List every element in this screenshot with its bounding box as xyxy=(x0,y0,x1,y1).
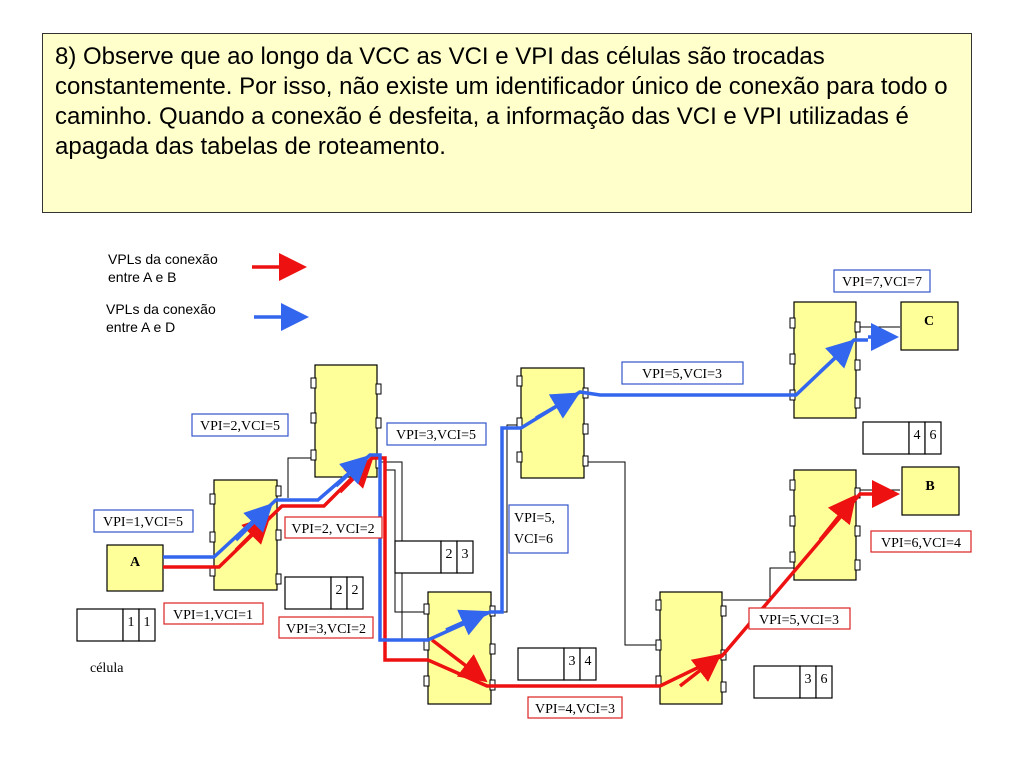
blue-arrowhead-switch6 xyxy=(818,339,856,374)
label-vpi2-vci5: VPI=2,VCI=5 xyxy=(191,413,289,437)
blue-arrowhead-switch3 xyxy=(535,392,581,420)
cell-1: 1 1 xyxy=(76,608,156,642)
cell-caption: célula xyxy=(90,661,124,676)
blue-arrowhead-switch2 xyxy=(334,455,370,488)
svg-text:VPI=2, VCI=2: VPI=2, VCI=2 xyxy=(291,522,374,537)
label-vpi1-vci1: VPI=1,VCI=1 xyxy=(163,602,264,625)
legend-red-text-2: entre A e B xyxy=(108,269,177,285)
svg-text:6: 6 xyxy=(821,672,828,687)
svg-text:VPI=2,VCI=5: VPI=2,VCI=5 xyxy=(200,419,280,434)
blue-arrowhead-switch4 xyxy=(445,609,489,636)
svg-text:4: 4 xyxy=(585,654,592,669)
label-vpi5-vci6: VPI=5, VCI=6 xyxy=(508,504,569,554)
svg-text:VPI=5,: VPI=5, xyxy=(514,511,555,526)
red-arrowhead-switch7 xyxy=(818,494,857,542)
cell-3: 2 3 xyxy=(394,540,474,574)
switch-1 xyxy=(209,479,282,591)
svg-text:VPI=5,VCI=3: VPI=5,VCI=3 xyxy=(759,613,839,628)
label-vpi3-vci5: VPI=3,VCI=5 xyxy=(386,422,487,446)
cell-4: 3 4 xyxy=(517,647,597,681)
label-vpi5-vci3-bottom: VPI=5,VCI=3 xyxy=(748,607,851,630)
svg-text:1: 1 xyxy=(144,615,151,630)
label-vpi1-vci5: VPI=1,VCI=5 xyxy=(93,509,194,533)
svg-text:VPI=1,VCI=1: VPI=1,VCI=1 xyxy=(173,608,253,623)
label-vpi5-vci3-top: VPI=5,VCI=3 xyxy=(621,361,744,385)
node-b-label: B xyxy=(925,479,934,494)
svg-text:2: 2 xyxy=(336,583,343,598)
switch-6 xyxy=(789,301,861,419)
label-vpi2-vci2: VPI=2, VCI=2 xyxy=(284,516,383,539)
svg-text:3: 3 xyxy=(805,672,812,687)
label-vpi6-vci4: VPI=6,VCI=4 xyxy=(870,530,972,553)
svg-text:VPI=6,VCI=4: VPI=6,VCI=4 xyxy=(881,536,961,551)
svg-text:VPI=1,VCI=5: VPI=1,VCI=5 xyxy=(103,515,183,530)
svg-text:2: 2 xyxy=(446,547,453,562)
legend: VPLs da conexão entre A e B VPLs da cone… xyxy=(106,251,309,335)
svg-text:VPI=3,VCI=5: VPI=3,VCI=5 xyxy=(396,428,476,443)
svg-text:6: 6 xyxy=(930,428,937,443)
switch-4 xyxy=(423,591,496,705)
svg-text:VPI=3,VCI=2: VPI=3,VCI=2 xyxy=(286,622,366,637)
legend-blue-text-1: VPLs da conexão xyxy=(106,301,216,317)
svg-text:3: 3 xyxy=(462,547,469,562)
svg-text:VPI=5,VCI=3: VPI=5,VCI=3 xyxy=(642,367,722,382)
node-b: B xyxy=(901,466,960,516)
red-arrowhead-switch4 xyxy=(430,638,488,683)
node-c: C xyxy=(900,301,959,351)
cell-6: 4 6 xyxy=(862,421,942,455)
switch-5 xyxy=(655,591,727,705)
svg-text:VPI=4,VCI=3: VPI=4,VCI=3 xyxy=(535,702,615,717)
svg-text:1: 1 xyxy=(128,615,135,630)
node-a-label: A xyxy=(130,555,141,570)
svg-text:VPI=7,VCI=7: VPI=7,VCI=7 xyxy=(842,275,922,290)
legend-red-text-1: VPLs da conexão xyxy=(108,251,218,267)
node-c-label: C xyxy=(924,314,934,329)
cell-2: 2 2 xyxy=(284,576,364,610)
blue-arrowhead-switch1 xyxy=(234,503,273,542)
label-vpi4-vci3: VPI=4,VCI=3 xyxy=(527,696,623,719)
label-vpi7-vci7: VPI=7,VCI=7 xyxy=(833,269,931,293)
legend-blue-text-2: entre A e D xyxy=(106,319,175,335)
svg-text:3: 3 xyxy=(569,654,576,669)
label-vpi3-vci2: VPI=3,VCI=2 xyxy=(278,616,374,639)
path-a-to-c xyxy=(163,338,868,642)
svg-text:VCI=6: VCI=6 xyxy=(514,532,553,547)
cell-5: 3 6 xyxy=(753,665,833,699)
red-arrowhead-switch5 xyxy=(678,653,722,688)
svg-text:4: 4 xyxy=(914,428,921,443)
node-a: A xyxy=(106,544,164,592)
description-text: 8) Observe que ao longo da VCC as VCI e … xyxy=(42,33,972,213)
svg-text:2: 2 xyxy=(352,583,359,598)
